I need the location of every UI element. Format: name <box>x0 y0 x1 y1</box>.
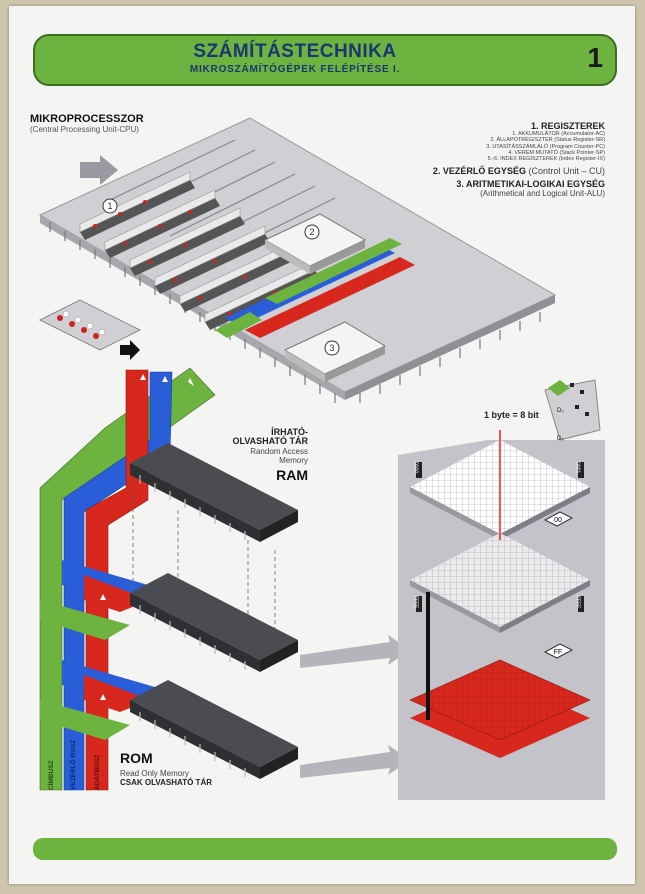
legend-control-unit-en: (Control Unit – CU) <box>528 165 605 176</box>
memory-panel: 00 FF <box>398 430 605 800</box>
cpu-marker-2-label: 2 <box>309 227 314 237</box>
ram-label-line1: ÍRHATÓ- <box>271 427 308 437</box>
memory-arrows <box>300 635 410 778</box>
page-title: SZÁMÍTÁSTECHNIKA <box>193 41 397 62</box>
sheet-number: 1 <box>587 42 603 73</box>
control-unit-block <box>263 213 367 274</box>
legend-register-1: 1. AKKUMULÁTOR (Accumulator-AC) <box>512 131 605 137</box>
input-arrow-icon <box>80 155 118 185</box>
rom-label-hu: CSAK OLVASHATÓ TÁR <box>120 778 212 787</box>
bit-d7-label: D₇ <box>557 436 563 442</box>
legend-registers-title: 1. REGISZTEREK <box>530 121 605 131</box>
bit-detail: D₀ D₇ <box>544 379 601 442</box>
ram-label-line2: OLVASHATÓ TÁR <box>232 436 309 447</box>
legend-register-5: 5.-6. INDEX REGISZTEREK (Index Register-… <box>487 156 605 163</box>
cpu-marker-1-label: 1 <box>107 201 112 211</box>
register-rows <box>79 171 320 330</box>
title-banner: SZÁMÍTÁSTECHNIKA MIKROSZÁMÍTÓGÉPEK FELÉP… <box>33 34 617 86</box>
legend: 1. REGISZTEREK 1. AKKUMULÁTOR (Accumulat… <box>330 118 605 198</box>
byte-label: 1 byte = 8 bit <box>484 410 539 420</box>
cell-tag-0000: 0000 <box>412 462 419 474</box>
ram-label-en2: Memory <box>279 455 308 465</box>
rom-chip <box>130 680 298 779</box>
address-last-label: FF <box>554 649 563 656</box>
cpu-subtitle: (Central Processing Unit-CPU) <box>30 125 139 134</box>
address-tag-00: 00 <box>543 511 574 527</box>
cpu-bus-lines <box>215 238 415 338</box>
cpu-board: 1 2 3 <box>38 117 557 403</box>
cell-tag-0001: 0001 <box>574 462 581 474</box>
address-first-label: 00 <box>554 517 562 524</box>
address-tag-ff: FF <box>543 643 574 659</box>
page-subtitle: MIKROSZÁMÍTÓGÉPEK FELÉPÍTÉSE I. <box>189 64 401 75</box>
legend-register-2: 2. ÁLLAPOTREGISZTER (Status Register-SR) <box>490 137 605 144</box>
bit-d0-label: D₀ <box>557 408 564 414</box>
legend-alu-en: (Arithmetical and Logical Unit-ALU) <box>480 188 605 198</box>
cell-tag-fffe: FFFE <box>412 596 419 609</box>
bus-label-blue: VEZÉRLŐ BUSZ <box>70 739 77 790</box>
ram-chip <box>130 443 298 542</box>
bus-label-red: ADATBUSZ <box>94 754 101 790</box>
cpu-marker-2: 2 <box>304 224 320 240</box>
cpu-marker-3: 3 <box>324 340 340 356</box>
ram-label-en1: Random Access <box>250 446 308 456</box>
cell-tag-ffff: FFFF <box>574 596 581 609</box>
legend-register-4: 4. VEREM MUTATÓ (Stack Pointer-SP) <box>508 149 605 156</box>
register-detail <box>38 299 142 360</box>
cpu-marker-3-label: 3 <box>329 343 334 353</box>
cpu-marker-1: 1 <box>102 198 118 214</box>
footer-bar <box>33 838 617 860</box>
rom-abbr: ROM <box>120 750 153 766</box>
memory-chip <box>130 573 298 672</box>
rom-labels: ROM Read Only Memory CSAK OLVASHATÓ TÁR <box>120 750 212 787</box>
ram-labels: ÍRHATÓ- OLVASHATÓ TÁR Random Access Memo… <box>208 427 309 483</box>
cpu-title: MIKROPROCESSZOR <box>30 113 144 125</box>
legend-register-3: 3. UTASÍTÁSSZÁMLÁLÓ (Program Counter-PC) <box>486 143 605 150</box>
legend-control-unit: 2. VEZÉRLŐ EGYSÉG <box>432 165 526 176</box>
ram-abbr: RAM <box>276 466 308 483</box>
bus-label-green: CÍMBUSZ <box>48 760 55 790</box>
rom-label-en: Read Only Memory <box>120 769 189 778</box>
legend-alu: 3. ARITMETIKAI-LOGIKAI EGYSÉG <box>456 178 605 189</box>
